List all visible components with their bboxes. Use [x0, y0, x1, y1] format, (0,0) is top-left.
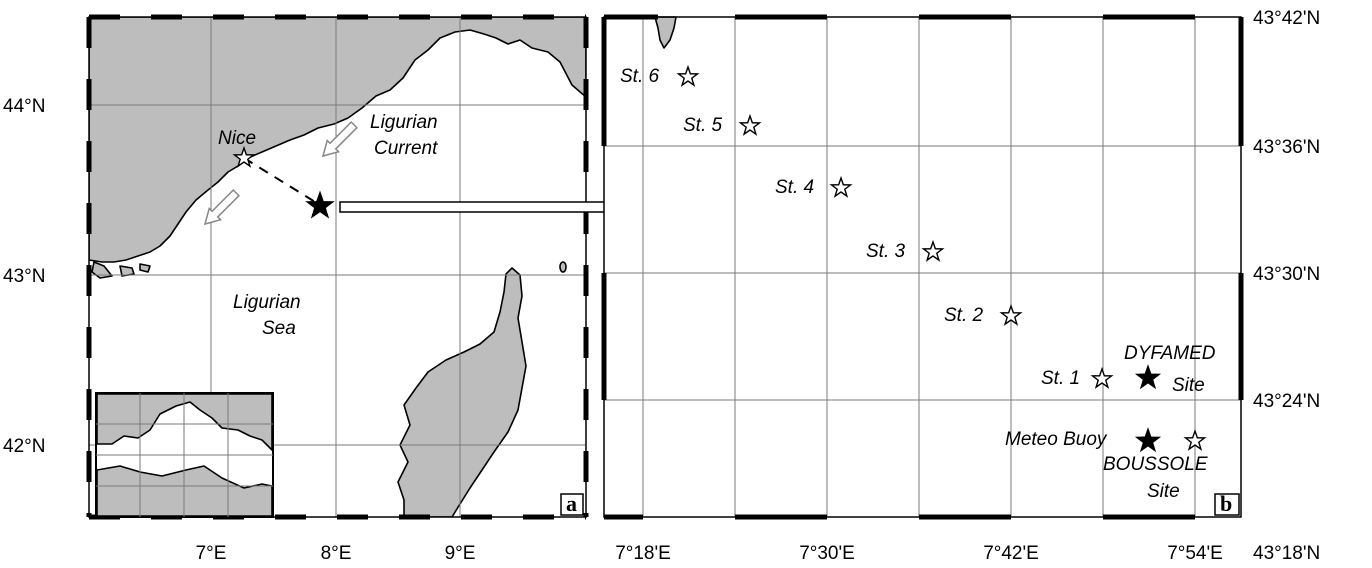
station-labels: St. 6 St. 5 St. 4 St. 3 St. 2 St. 1: [620, 66, 1080, 389]
lat-tick-label: 44°N: [3, 96, 45, 117]
lat-tick-label: 43°18'N: [1253, 543, 1320, 564]
island: [559, 261, 567, 273]
current-arrow-icon: [321, 120, 359, 158]
lat-tick-label: 43°42'N: [1253, 8, 1320, 29]
lon-tick-label: 7°42'E: [983, 543, 1039, 564]
lon-tick-label: 7°30'E: [799, 543, 855, 564]
panel-b-graticule: [604, 17, 1241, 517]
lon-tick-label: 8°E: [321, 543, 352, 564]
cape-land: [654, 16, 677, 49]
meteo-buoy-label: Meteo Buoy: [1005, 429, 1108, 450]
panel-a-lon-ticks: 7°E 8°E 9°E: [196, 543, 476, 564]
lon-tick-label: 7°18'E: [615, 543, 671, 564]
boussole-label-line2: Site: [1147, 481, 1180, 502]
corsica-land: [397, 267, 527, 517]
lon-tick-label: 9°E: [445, 543, 476, 564]
lat-tick-label: 42°N: [3, 436, 45, 457]
lat-tick-label: 43°36'N: [1253, 137, 1320, 158]
island: [119, 265, 135, 277]
dyfamed-label-line1: DYFAMED: [1124, 343, 1216, 364]
island: [91, 261, 113, 279]
station-label: St. 6: [620, 66, 660, 87]
panel-a-lat-ticks: 44°N 43°N 42°N: [3, 96, 45, 457]
panel-b-lon-ticks: 7°18'E 7°30'E 7°42'E 7°54'E: [615, 543, 1223, 564]
mainland-land: [89, 17, 586, 263]
inset-mediterranean-map: [95, 392, 274, 518]
station-label: St. 4: [775, 177, 814, 198]
current-arrow-icon: [203, 188, 241, 226]
dyfamed-label-line2: Site: [1172, 375, 1205, 396]
panel-a-label: a: [566, 491, 577, 516]
sea-label-line2: Sea: [262, 318, 296, 339]
sea-label-line1: Ligurian: [233, 292, 301, 313]
station-label: St. 3: [866, 241, 906, 262]
lat-tick-label: 43°24'N: [1253, 391, 1320, 412]
current-label-line2: Current: [374, 138, 438, 159]
island: [139, 263, 151, 273]
lat-tick-label: 43°30'N: [1253, 264, 1320, 285]
panel-b-frame: [601, 14, 1244, 520]
transect-line: [243, 157, 321, 206]
boussole-label-line1: BOUSSOLE: [1103, 454, 1208, 475]
nice-label: Nice: [218, 128, 256, 149]
panel-a-map: Nice Ligurian Current Ligurian Sea: [3, 14, 589, 564]
station-label: St. 2: [944, 305, 984, 326]
panel-b-label: b: [1220, 491, 1232, 516]
panel-b-map: St. 6 St. 5 St. 4 St. 3 St. 2 St. 1 DYFA…: [601, 8, 1320, 564]
lon-tick-label: 7°54'E: [1167, 543, 1223, 564]
station-label: St. 5: [683, 115, 723, 136]
panel-b-lat-ticks: 43°42'N 43°36'N 43°30'N 43°24'N 43°18'N: [1253, 8, 1320, 564]
lat-tick-label: 43°N: [3, 266, 45, 287]
lon-tick-label: 7°E: [196, 543, 227, 564]
station-label: St. 1: [1041, 368, 1080, 389]
current-label-line1: Ligurian: [370, 112, 438, 133]
